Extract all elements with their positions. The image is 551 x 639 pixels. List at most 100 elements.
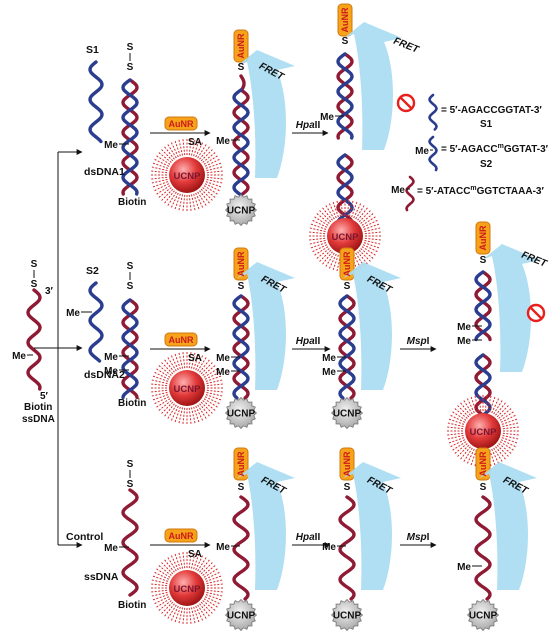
legend-ss-seq: = 5′-ATACCmGGTCTAAA-3′ <box>417 185 544 197</box>
r2-ucnp-big-ray <box>205 394 222 401</box>
r1-c3-linker <box>239 74 246 92</box>
r2-ucnp-final-ray <box>448 418 465 425</box>
s2-label: S2 <box>86 265 99 277</box>
r1-ucnp-big-ray <box>151 170 168 174</box>
r1-ucnp-final-ray <box>357 207 368 221</box>
r2-c5-fret-arrow <box>482 244 540 372</box>
r2-ucnp-big-ray <box>200 401 213 414</box>
r3-ucnp-big-ray <box>205 575 222 582</box>
r1-ucnp-final <box>309 200 381 272</box>
r1-sa: SA <box>188 137 202 148</box>
r2-ucnp-big-ray <box>178 352 184 369</box>
r3-ucnp-big-ray <box>190 552 196 569</box>
r2-ucnp-final-ray <box>447 434 464 440</box>
r1-ucnp-big-ray <box>164 190 175 204</box>
r2-ucnp-big-ray <box>164 359 175 373</box>
dsdna1-label: dsDNA1 <box>84 166 125 178</box>
r2-c3-me-bottom: Me <box>216 367 230 378</box>
r3-ucnp-big-ray <box>206 579 223 585</box>
r2-ucnp-final-ray <box>478 395 482 412</box>
r1-ucnp-final-ray <box>325 205 335 220</box>
r1-c4-aunr-label: AuNR <box>340 7 350 32</box>
r1-ucnp-big-ray <box>164 146 175 160</box>
r2-ucnp-big-ray <box>170 355 179 371</box>
r2-c5-aunr-label: AuNR <box>478 225 488 250</box>
r2-ucnp-final-ray <box>452 411 467 421</box>
r1-ucnp-big-ray <box>161 149 174 162</box>
r3-ucnp-big-ray <box>151 589 168 593</box>
r3-ucnp-big-ray <box>193 606 200 623</box>
r2-ucnp-big-ray <box>199 403 210 417</box>
start-me: Me <box>12 351 26 362</box>
r2-c4-duplex-blue-strand <box>338 294 356 400</box>
r1-ucnp-final-ray <box>322 207 333 221</box>
r1-ucnp-big-ray <box>204 183 220 192</box>
r2-c3-duplex-blue-strand <box>232 294 250 400</box>
r2-c3-aunr-label: AuNR <box>236 251 246 276</box>
r2-ucnp-final-core <box>465 413 501 449</box>
r3-ucnp-big-ray <box>204 571 220 580</box>
r2-c4-aunr-label: AuNR <box>342 251 352 276</box>
r1-ucnp-big-ray <box>190 139 196 156</box>
r1-hpaii: HpaII <box>296 120 321 131</box>
r2-ucnp-final-ray <box>452 441 467 451</box>
r2-ucnp-big-ray <box>206 389 223 393</box>
r2-c2-me-bottom: Me <box>104 366 118 377</box>
r2-c3-ucnp <box>224 396 258 430</box>
r1-ucnp-final-ray <box>362 219 378 228</box>
r2-mspi: MspI <box>407 336 430 347</box>
r3-ucnp-big-ray <box>154 571 170 580</box>
r1-ucnp-big-ray <box>205 181 222 188</box>
start-5prime: 5′ <box>40 391 49 402</box>
r1-ucnp-final-ray <box>332 254 339 271</box>
r3-ucnp-big-ray <box>152 575 169 582</box>
r3-aunr-tag <box>164 528 198 543</box>
r1-ucnp-final-ray <box>336 255 342 272</box>
r3-sa: SA <box>188 549 202 560</box>
r2-ucnp-big-ray <box>188 407 192 424</box>
r2-ucnp-big-ray <box>200 362 213 375</box>
r1-ucnp-final-label: UCNP <box>332 232 360 243</box>
r1-ucnp-big-ray <box>188 194 192 211</box>
r2-ucnp-big-ray <box>161 401 174 414</box>
r2-ucnp-final-ray <box>493 400 503 415</box>
r1-ucnp-final-ray <box>319 249 332 262</box>
r1-aunr-tag-label: AuNR <box>169 119 194 129</box>
r1-ucnp-big-ray <box>203 155 218 165</box>
r2-ucnp-final-label: UCNP <box>470 427 498 438</box>
r1-ucnp-big-ray <box>204 158 220 167</box>
r2-ucnp-big-ray <box>204 371 220 380</box>
r2-ucnp-final-ray <box>499 411 514 421</box>
r2-c5-bottom-duplex-red-strand <box>474 353 492 426</box>
control-label: Control <box>66 531 103 543</box>
r3-ucnp-big-ray <box>167 604 177 619</box>
r1-ucnp-big-ray <box>206 178 223 184</box>
r3-ucnp-big-core <box>169 570 205 606</box>
r1-ucnp-big-ray <box>202 152 216 163</box>
r1-ucnp-final-ray <box>319 210 332 223</box>
r3-mspi: MspI <box>407 532 430 543</box>
start-ssdna <box>26 288 42 391</box>
r2-c5-me-bottom: Me <box>457 336 471 347</box>
r1-ucnp-final-ray <box>309 237 326 241</box>
r1-ucnp-final-ray <box>361 246 376 256</box>
r1-ucnp-final-ray <box>358 249 371 262</box>
r1-ucnp-final-ray <box>353 253 362 269</box>
r3-ucnp-big-label: UCNP <box>174 584 202 595</box>
r3-ucnp-big-ray <box>195 605 204 621</box>
r1-ucnp-big-ray <box>195 192 204 208</box>
r3-c3-ssdna <box>232 495 250 601</box>
r1-ucnp-big-ray <box>206 176 223 180</box>
r1-ucnp-big-ray <box>158 152 172 163</box>
legend-s1-name: S1 <box>480 119 493 130</box>
r1-ucnp-big-ray <box>151 166 168 172</box>
r2-ucnp-big-ray <box>151 379 168 385</box>
r2-ucnp-big-ray <box>190 407 196 424</box>
r2-ucnp-final-ray <box>501 418 518 425</box>
r3-ucnp-big-ray <box>152 594 169 601</box>
r3-ucnp-big <box>151 552 223 624</box>
r1-ucnp-big-ray <box>200 188 213 201</box>
r2-ucnp-big-ray <box>182 352 186 369</box>
r2-ucnp-big-ray <box>158 400 172 411</box>
r1-ucnp-final-ray <box>325 252 335 267</box>
